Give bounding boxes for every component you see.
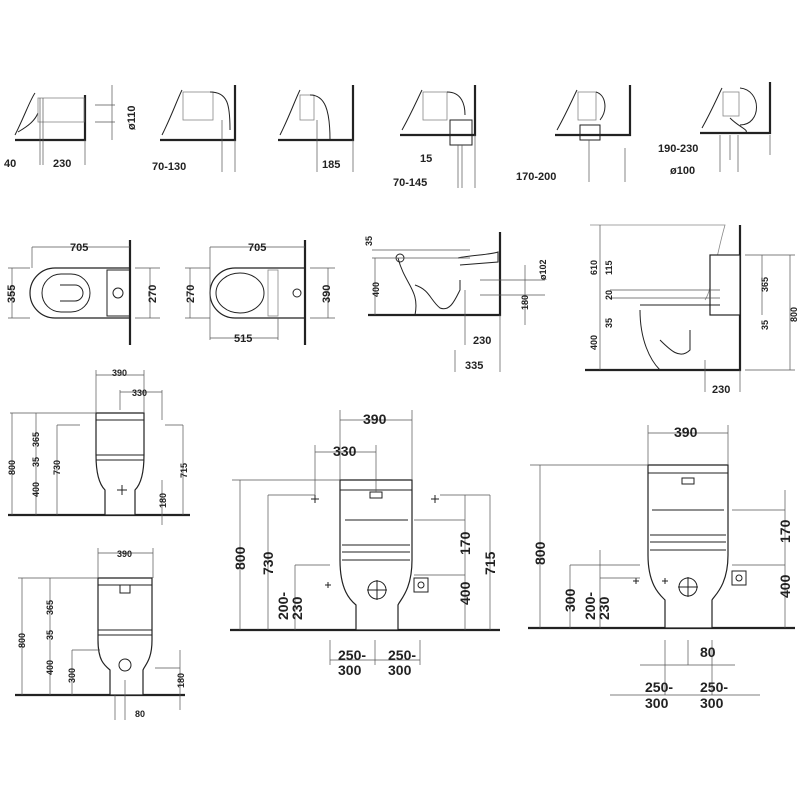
dim-label: 300 [562, 588, 578, 612]
dim-label: 230 [596, 596, 612, 620]
dim-label: 730 [260, 551, 276, 575]
dim-label: 190-230 [658, 143, 698, 155]
dim-label: 705 [248, 242, 266, 254]
dim-label: 170 [777, 519, 793, 543]
dim-label: 270 [147, 285, 159, 303]
dim-label: 800 [232, 546, 248, 570]
dim-label: 355 [6, 285, 18, 303]
dim-label: 35 [604, 318, 614, 328]
dim-label: 800 [17, 633, 27, 648]
outlet-variant-1: 40 230 ø110 [4, 85, 138, 170]
dim-label: 390 [674, 424, 698, 440]
outlet-variant-2: 70-130 [152, 85, 237, 173]
dim-label: 35 [31, 457, 41, 467]
dim-label: 15 [420, 153, 432, 165]
dim-label: 230 [53, 158, 71, 170]
dim-label: 250- [700, 679, 728, 695]
dim-label: 365 [45, 600, 55, 615]
dim-label: 400 [45, 660, 55, 675]
dim-label: 365 [760, 277, 770, 292]
dim-label: 330 [132, 388, 147, 398]
outlet-variant-5: 170-200 [516, 85, 632, 183]
outlet-variant-4: 15 70-145 [393, 85, 477, 189]
dim-label: 35 [760, 320, 770, 330]
dim-label: 300 [338, 662, 362, 678]
dim-label: 390 [321, 285, 333, 303]
side-view-1: 35 400 ø102 180 230 335 [364, 232, 548, 372]
dim-label: 170 [457, 531, 473, 555]
dim-label: 705 [70, 242, 88, 254]
dim-label: 35 [45, 630, 55, 640]
dim-label: 185 [322, 159, 340, 171]
dim-label: 715 [482, 551, 498, 575]
dim-label: 20 [604, 290, 614, 300]
outlet-variant-6: 190-230 ø100 [658, 82, 772, 177]
dim-label: ø110 [126, 106, 138, 130]
dim-label: 200- [275, 592, 291, 620]
dim-label: 35 [364, 236, 374, 246]
dim-label: 270 [185, 285, 197, 303]
dim-label: 230 [712, 384, 730, 396]
dim-label: 300 [67, 668, 77, 683]
dim-label: 70-130 [152, 161, 186, 173]
dim-label: 230 [289, 596, 305, 620]
dim-label: 400 [457, 581, 473, 605]
dim-label: 800 [789, 307, 799, 322]
dim-label: ø100 [670, 165, 695, 177]
dim-label: 390 [363, 411, 387, 427]
dim-label: 400 [371, 282, 381, 297]
dim-label: 715 [179, 463, 189, 478]
dim-label: 335 [465, 360, 483, 372]
outlet-variant-3: 185 [278, 85, 355, 172]
dim-label: 390 [112, 368, 127, 378]
dim-label: 70-145 [393, 177, 427, 189]
dim-label: 40 [4, 158, 16, 170]
dim-label: 180 [176, 673, 186, 688]
dim-label: 115 [604, 260, 614, 275]
dim-label: 300 [388, 662, 412, 678]
dim-label: 610 [589, 260, 599, 275]
front-view-large-middle: 390 330 800 730 200- 230 170 400 715 250… [230, 410, 500, 678]
dim-label: 400 [31, 482, 41, 497]
dim-label: 250- [388, 647, 416, 663]
dim-label: 170-200 [516, 171, 556, 183]
dim-label: 800 [7, 460, 17, 475]
side-view-2: 610 115 20 35 400 365 35 800 230 [585, 224, 799, 396]
dim-label: 250- [338, 647, 366, 663]
dim-label: 515 [234, 333, 252, 345]
dim-label: 80 [700, 644, 716, 660]
dim-label: ø102 [538, 259, 548, 280]
front-view-small-bottom: 390 800 365 35 400 300 180 80 [15, 548, 186, 720]
dim-label: 365 [31, 432, 41, 447]
dim-label: 250- [645, 679, 673, 695]
dim-label: 180 [158, 493, 168, 508]
plan-view-1: 705 355 270 [6, 240, 160, 345]
plan-view-2: 705 270 390 515 [185, 240, 335, 345]
dim-label: 400 [589, 335, 599, 350]
dim-label: 80 [135, 709, 145, 719]
dim-label: 330 [333, 443, 357, 459]
dim-label: 230 [473, 335, 491, 347]
dim-label: 300 [700, 695, 724, 711]
dim-label: 400 [777, 574, 793, 598]
front-view-large-right: 390 800 300 200- 230 170 400 80 250- 300… [528, 424, 795, 711]
dim-label: 390 [117, 549, 132, 559]
dim-label: 200- [582, 592, 598, 620]
dim-label: 800 [532, 541, 548, 565]
dim-label: 730 [52, 460, 62, 475]
dim-label: 180 [520, 295, 530, 310]
dim-label: 300 [645, 695, 669, 711]
front-view-small-top: 390 330 800 365 35 400 730 715 180 [7, 368, 190, 525]
